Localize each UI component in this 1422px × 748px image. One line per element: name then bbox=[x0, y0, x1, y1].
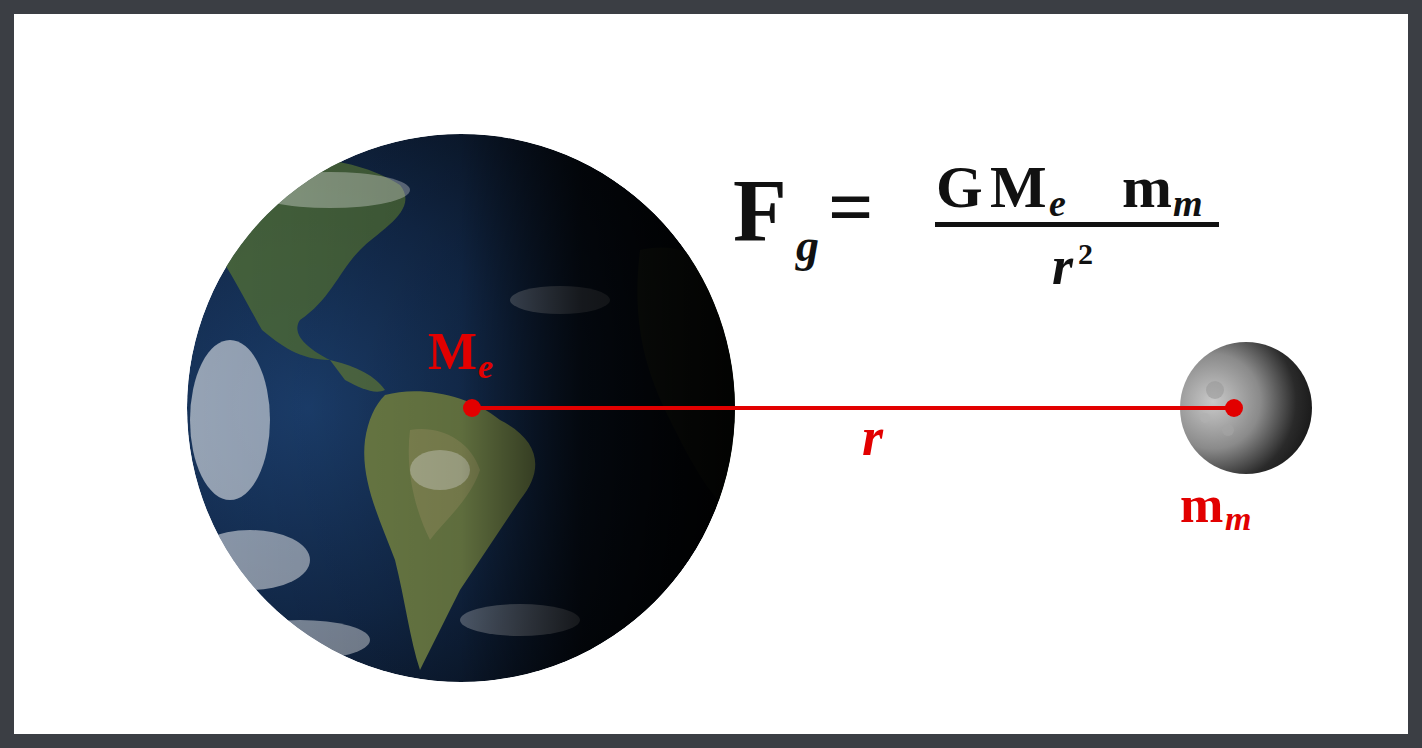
formula-exponent: 2 bbox=[1078, 239, 1093, 269]
formula-symbol: m bbox=[1122, 157, 1172, 217]
formula-symbol: G bbox=[936, 157, 983, 217]
distance-line bbox=[472, 406, 1234, 410]
white-panel bbox=[14, 14, 1408, 734]
formula-symbol: M bbox=[990, 157, 1047, 217]
mass-subscript: m bbox=[1225, 502, 1251, 536]
mass-subscript: e bbox=[478, 350, 493, 384]
mass-label: m bbox=[1180, 479, 1223, 531]
formula-symbol: r bbox=[1052, 239, 1073, 293]
fraction-bar bbox=[935, 222, 1219, 227]
center-dot bbox=[1225, 399, 1243, 417]
formula-subscript: m bbox=[1173, 184, 1203, 222]
distance-label: r bbox=[862, 410, 883, 464]
formula-operator: = bbox=[828, 167, 874, 247]
formula-subscript: e bbox=[1049, 184, 1066, 222]
formula-subscript: g bbox=[796, 223, 819, 269]
formula-symbol: F bbox=[733, 167, 787, 255]
center-dot bbox=[463, 399, 481, 417]
mass-label: M bbox=[428, 326, 477, 378]
